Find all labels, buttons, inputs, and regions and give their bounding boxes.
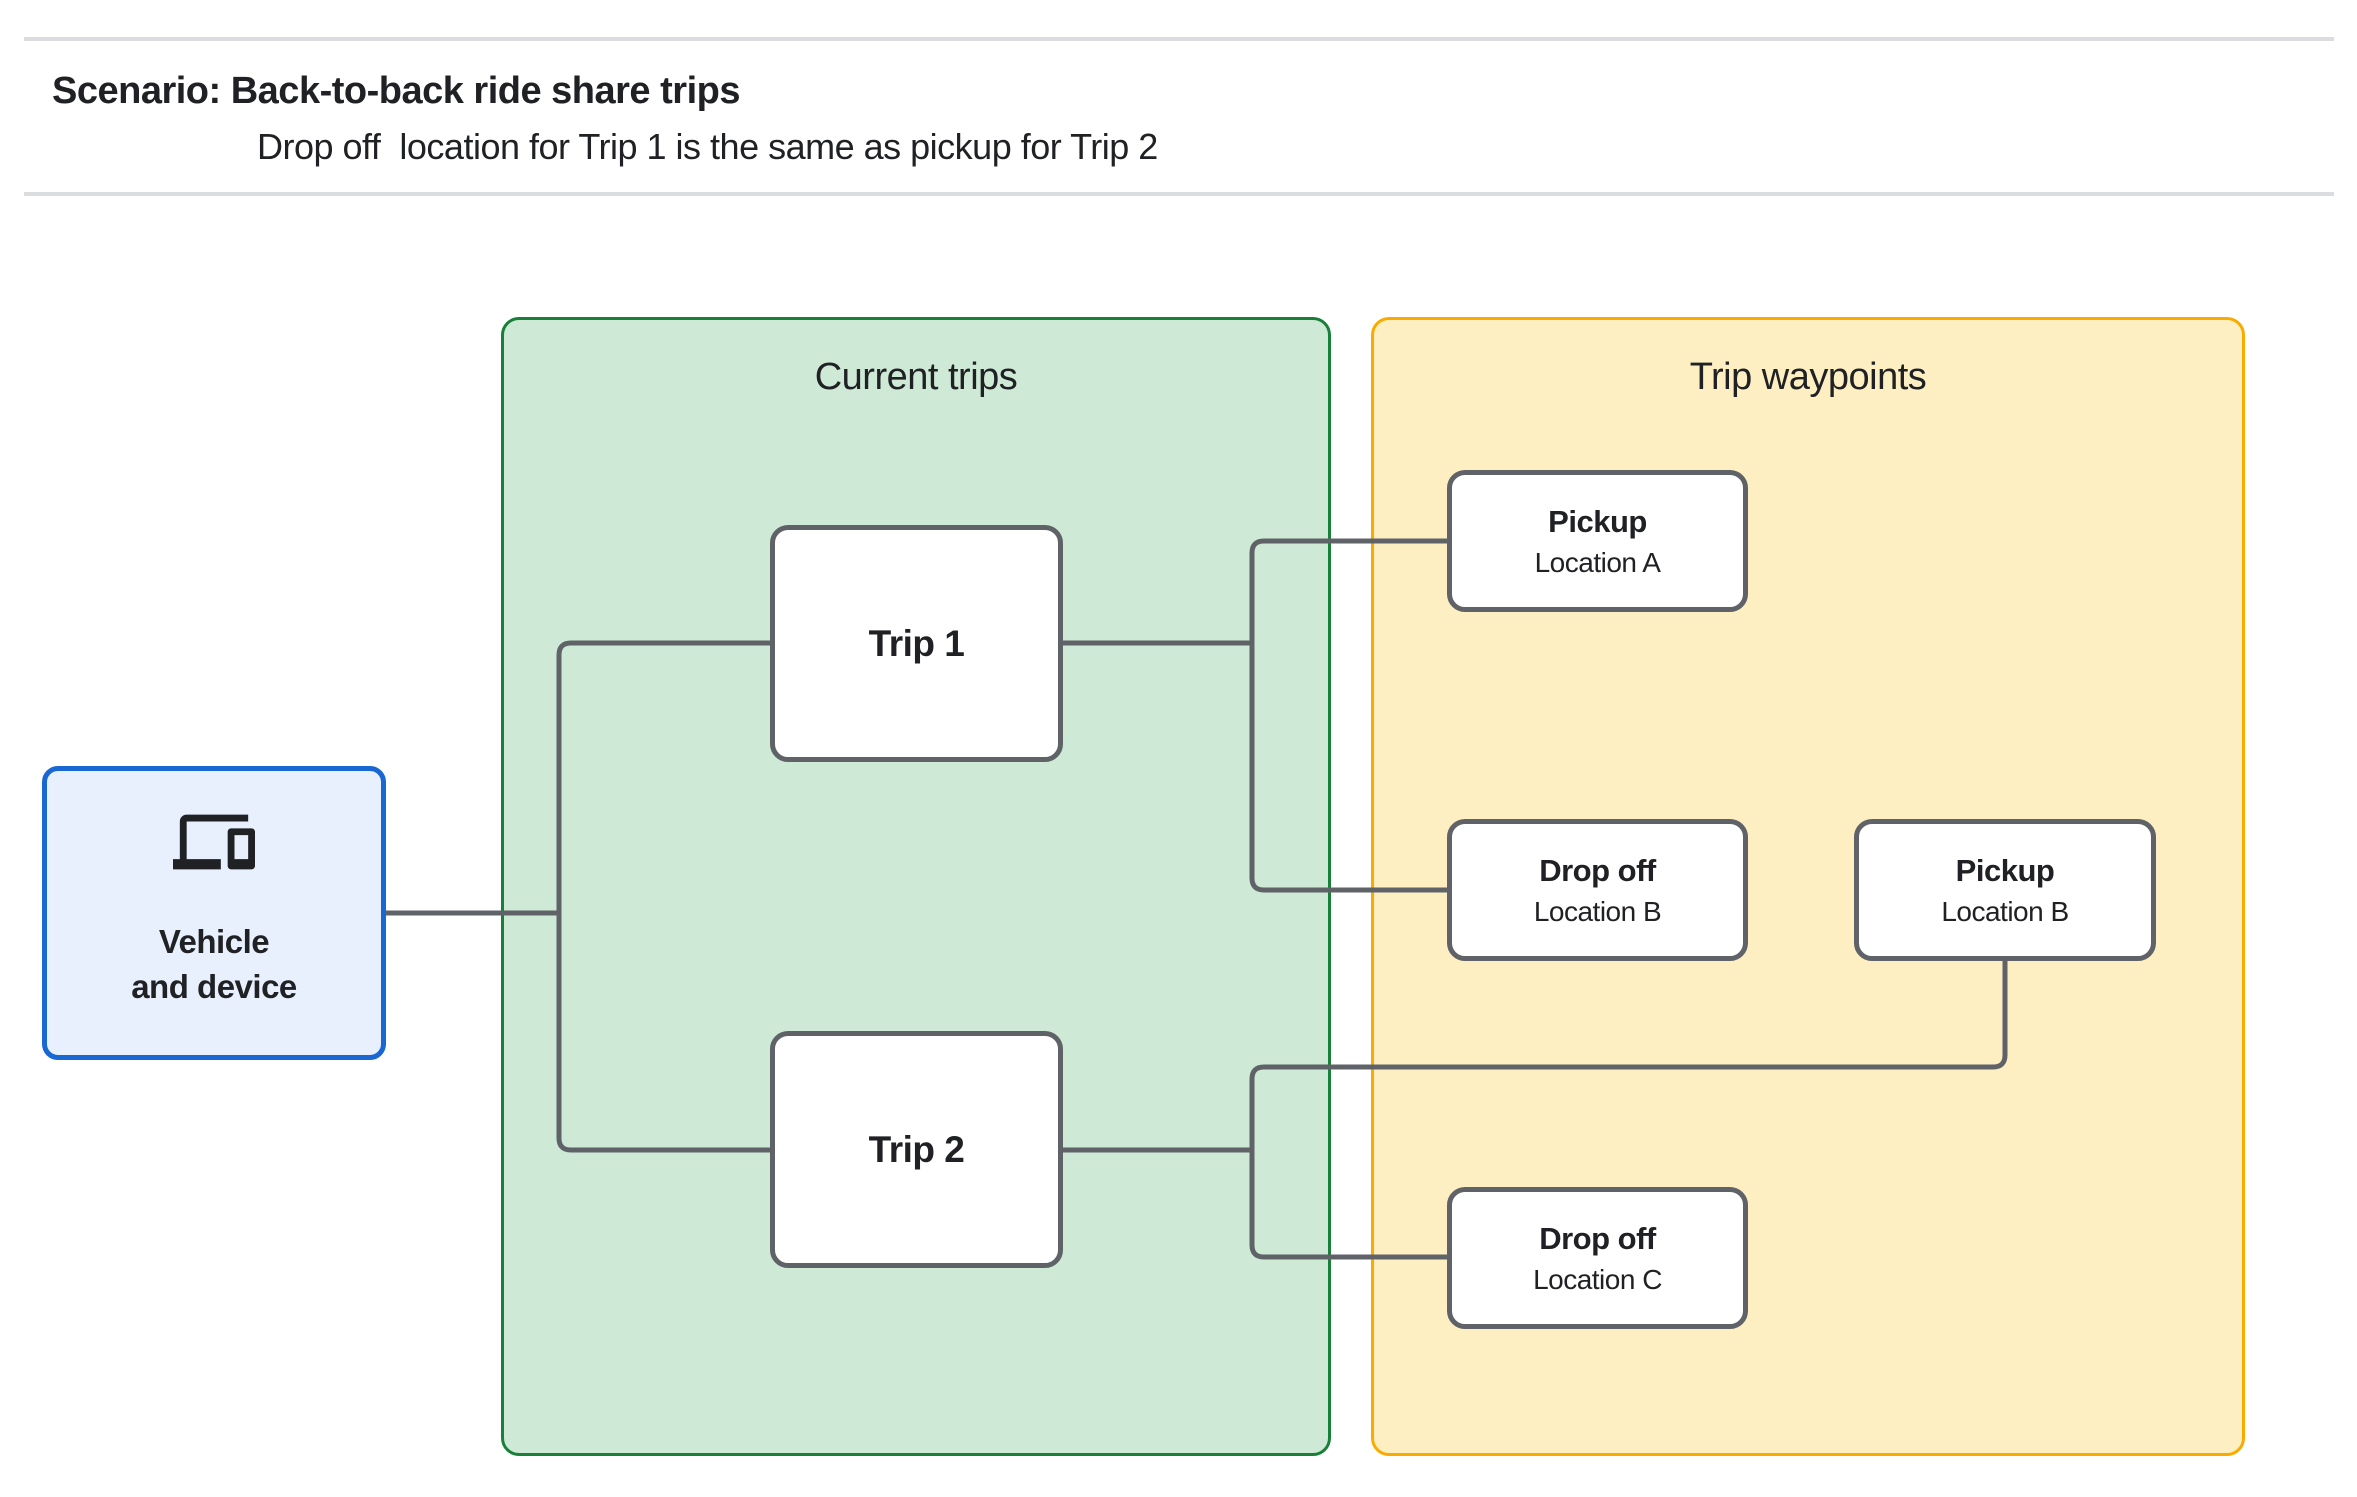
top-divider (24, 37, 2334, 41)
waypoint-title: Pickup (1955, 852, 2055, 888)
vehicle-node: Vehicle and device (42, 766, 386, 1060)
page-title: Scenario: Back-to-back ride share trips (52, 70, 740, 112)
group-trip-waypoints-label: Trip waypoints (1689, 356, 1927, 398)
waypoint-dropoff-location-c: Drop off Location C (1447, 1187, 1748, 1329)
vehicle-label-line1: Vehicle (158, 923, 270, 960)
waypoint-pickup-location-a: Pickup Location A (1447, 470, 1748, 612)
waypoint-title: Drop off (1539, 852, 1656, 888)
waypoint-subtitle: Location A (1534, 546, 1661, 578)
group-current-trips-label: Current trips (814, 356, 1018, 398)
trip-1-label: Trip 1 (868, 622, 965, 664)
waypoint-title: Pickup (1548, 503, 1647, 539)
trip-2-label: Trip 2 (868, 1128, 965, 1170)
connector-trip1-to-waypoints (1249, 538, 1447, 893)
waypoint-pickup-location-b: Pickup Location B (1854, 819, 2156, 961)
header-divider (24, 192, 2334, 196)
waypoint-subtitle: Location C (1533, 1263, 1662, 1295)
waypoint-dropoff-location-b: Drop off Location B (1447, 819, 1748, 961)
vehicle-label: Vehicle and device (131, 919, 297, 1009)
waypoint-title: Drop off (1539, 1220, 1656, 1256)
page-subtitle: Drop off location for Trip 1 is the same… (257, 126, 1158, 167)
vehicle-label-line2: and device (131, 968, 297, 1005)
devices-icon (173, 801, 255, 883)
waypoint-subtitle: Location B (1533, 895, 1662, 927)
connector-split-to-trips (556, 640, 770, 1153)
connector-trip2-to-waypoints (1249, 961, 2008, 1260)
trip-1-node: Trip 1 (770, 525, 1063, 762)
trip-2-node: Trip 2 (770, 1031, 1063, 1268)
waypoint-subtitle: Location B (1941, 895, 2069, 927)
